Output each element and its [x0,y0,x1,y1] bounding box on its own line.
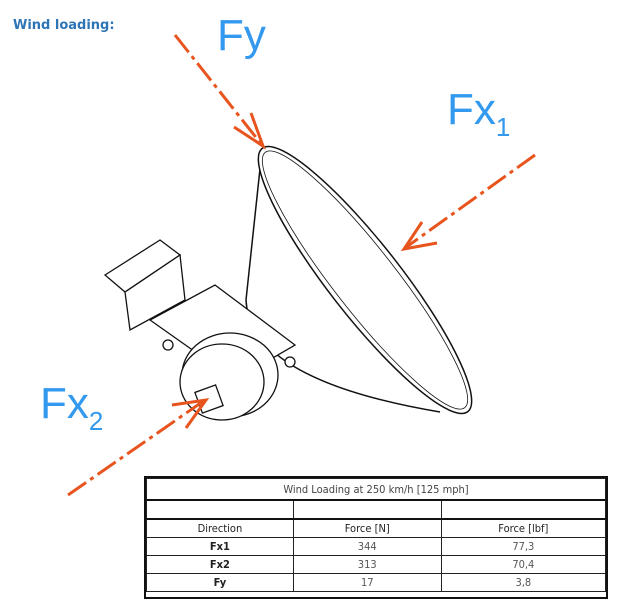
direction-cell: Fx2 [146,555,294,574]
force-arrows [67,34,536,497]
table-frame [144,476,608,599]
force-lbf-cell: 70,4 [440,555,607,574]
fx1-subscript: 1 [495,112,511,142]
fx2-subscript: 2 [88,406,104,436]
dish-antenna [245,145,473,415]
direction-cell: Fx1 [146,537,294,556]
wind-loading-table: Wind Loading at 250 km/h [125 mph] Direc… [146,478,607,592]
force-n-cell: 344 [292,537,442,556]
empty-cell [146,499,294,520]
mount-bracket [103,239,297,421]
force-n-cell: 313 [292,555,442,574]
fx1-arrow [404,153,536,250]
force-lbf-cell: 3,8 [440,573,607,592]
table-row: Fx1 344 77,3 [146,537,607,556]
fy-arrowhead [233,112,266,150]
section-title: Wind loading: [13,18,115,33]
fx2-label: Fx2 [40,379,104,436]
empty-cell [292,499,442,520]
empty-cell [440,499,607,520]
fx2-arrowhead [171,398,210,429]
force-n-cell: 17 [292,573,442,592]
fx1-label-text: Fx [447,85,496,134]
fx2-label-text: Fx [40,379,89,428]
table-row: Fy 17 3,8 [146,573,607,592]
header-force-lbf: Force [lbf] [440,518,607,538]
header-row: Direction Force [N] Force [lbf] [146,518,607,538]
fx2-arrow [67,398,206,497]
header-force-n: Force [N] [292,518,442,538]
fy-label-text: Fy [217,11,266,60]
table-row: Fx2 313 70,4 [146,555,607,574]
fy-label: Fy [217,14,266,58]
header-direction: Direction [146,518,294,538]
force-lbf-cell: 77,3 [440,537,607,556]
direction-cell: Fy [146,573,294,592]
fx1-label: Fx1 [447,85,511,142]
fy-arrow [173,34,264,146]
fx1-arrowhead [400,221,438,252]
table-caption: Wind Loading at 250 km/h [125 mph] [146,478,606,501]
